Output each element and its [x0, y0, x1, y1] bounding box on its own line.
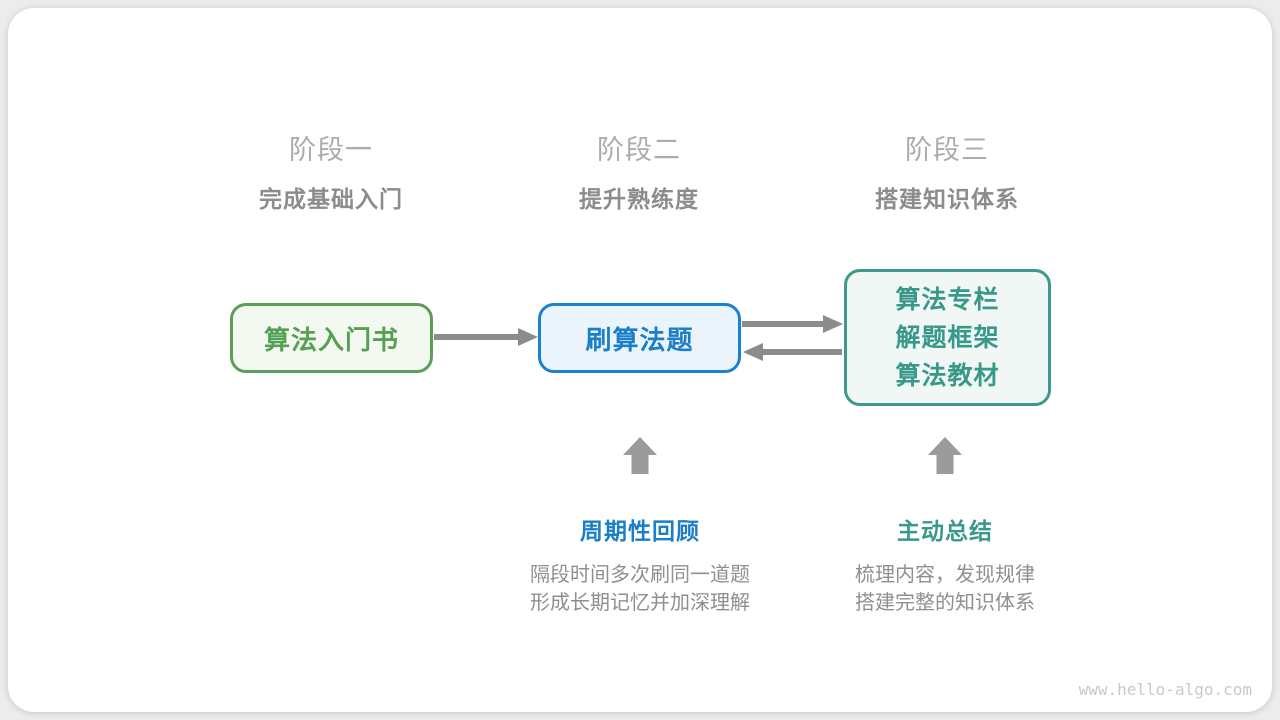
node-intro-book: 算法入门书 [230, 303, 433, 373]
node-practice-label: 刷算法题 [585, 324, 694, 355]
summarize-label: 主动总结 [897, 518, 993, 544]
arrow-resources-to-practice [743, 343, 842, 361]
up-arrow-summarize [928, 437, 962, 474]
node-resources: 算法专栏 解题框架 算法教材 [844, 269, 1051, 406]
stage1-subtitle: 完成基础入门 [259, 186, 403, 212]
node-practice: 刷算法题 [538, 303, 741, 373]
review-desc: 隔段时间多次刷同一道题 形成长期记忆并加深理解 [530, 561, 750, 617]
stage2-title: 阶段二 [597, 135, 681, 165]
node-intro-book-label: 算法入门书 [263, 324, 399, 355]
node-resources-line3: 算法教材 [895, 361, 1000, 390]
stage1-title: 阶段一 [289, 135, 373, 165]
up-arrow-review [623, 437, 657, 474]
review-desc-line1: 隔段时间多次刷同一道题 [530, 564, 750, 586]
arrow-practice-to-resources [742, 315, 843, 333]
diagram-card: 阶段一 阶段二 阶段三 完成基础入门 提升熟练度 搭建知识体系 算法入门书 刷算… [8, 8, 1272, 712]
review-desc-line2: 形成长期记忆并加深理解 [530, 592, 750, 614]
summarize-desc-line2: 搭建完整的知识体系 [855, 592, 1035, 614]
stage3-title: 阶段三 [905, 135, 989, 165]
stage3-subtitle: 搭建知识体系 [875, 186, 1019, 212]
node-resources-line2: 解题框架 [895, 323, 1000, 352]
stage2-subtitle: 提升熟练度 [579, 186, 699, 212]
watermark: www.hello-algo.com [1078, 680, 1252, 699]
summarize-desc: 梳理内容，发现规律 搭建完整的知识体系 [855, 561, 1035, 617]
node-resources-line1: 算法专栏 [895, 285, 1000, 314]
summarize-desc-line1: 梳理内容，发现规律 [855, 564, 1035, 586]
arrow-book-to-practice [434, 328, 538, 346]
review-label: 周期性回顾 [580, 518, 700, 544]
